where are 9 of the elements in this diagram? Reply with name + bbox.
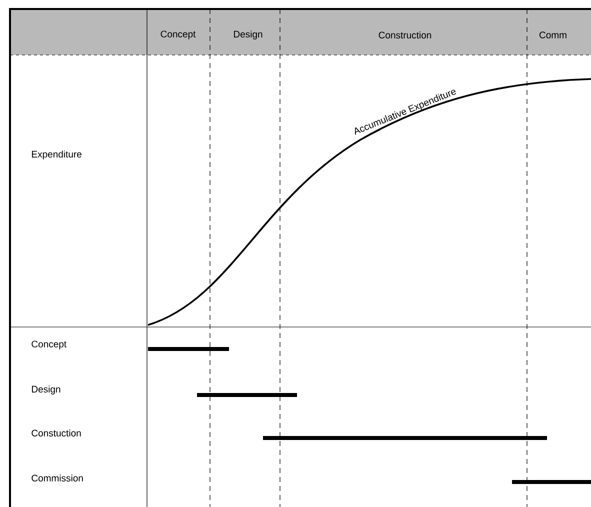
row-label: Expenditure — [32, 150, 82, 160]
header-label: Comm — [540, 32, 566, 38]
row-label: Design — [32, 386, 60, 394]
header-label: Concept — [160, 30, 196, 40]
row-label: Commission — [32, 474, 83, 482]
row-label: Concept — [32, 340, 67, 350]
row-label: Constuction — [32, 430, 81, 436]
header-label: Design — [234, 30, 262, 40]
header-label: Construction — [378, 32, 432, 38]
